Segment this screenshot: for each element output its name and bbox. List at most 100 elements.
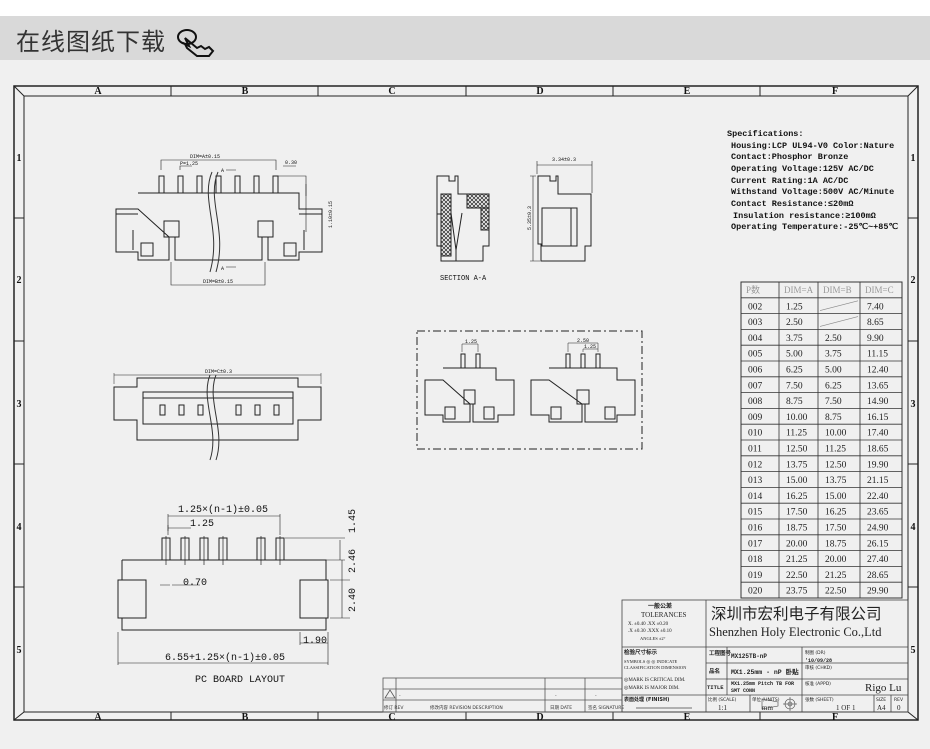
table-cell: 12.50: [825, 460, 847, 470]
pitch-label: P=1.25: [180, 161, 198, 167]
company-name-en: Shenzhen Holy Electronic Co.,Ltd: [709, 625, 882, 639]
scale-label: 比例 (SCALE): [708, 696, 737, 703]
detail-2pin: [424, 343, 515, 423]
col-label-c: C: [388, 86, 395, 97]
sheet-label: 张数 (SHEET): [805, 696, 834, 703]
table-cell: 11.25: [786, 429, 807, 439]
pcb-pad-offset: 2.46: [348, 549, 359, 573]
pointing-hand-icon[interactable]: [175, 24, 219, 58]
critical-dim-note: ◎MARK IS CRITICAL DIM.: [624, 677, 685, 683]
table-cell: 011: [748, 445, 762, 455]
approved-label: 核准 (APPD): [805, 680, 831, 687]
revision-date-col: 日期 DATE: [550, 705, 572, 711]
col-label-a: A: [94, 86, 102, 97]
size-value: A4: [877, 704, 886, 712]
table-cell: 004: [748, 334, 763, 344]
table-cell: 005: [748, 350, 763, 360]
detail-pitch-right-inner: 1.25: [584, 344, 596, 350]
detail-views: [416, 330, 643, 450]
section-height-label: 5.35±0.3: [527, 206, 533, 230]
table-cell: 016: [748, 524, 763, 534]
title-block: [621, 599, 909, 713]
pcb-pad-width: 0.70: [183, 578, 207, 589]
table-cell: 6.25: [825, 381, 842, 391]
col-label-f-bottom: F: [832, 712, 838, 723]
col-label-e-bottom: E: [684, 712, 691, 723]
table-cell: 21.15: [867, 476, 889, 486]
section-title: SECTION A-A: [440, 275, 487, 283]
revision-row-mark: -: [399, 694, 401, 699]
dim-a-label: DIM=A±0.15: [190, 154, 220, 160]
table-cell: 8.75: [786, 397, 803, 407]
table-cell: 16.15: [867, 413, 889, 423]
table-cell: 017: [748, 539, 763, 549]
pcb-mount-pad-height: 2.40: [348, 588, 359, 612]
table-cell: 17.40: [867, 429, 889, 439]
table-cell: 014: [748, 492, 763, 502]
row-label-4-right: 4: [911, 522, 916, 533]
table-cell: 008: [748, 397, 763, 407]
title-line-1: MX1.25mm Pitch TB FOR: [731, 681, 794, 687]
table-cell: 22.50: [825, 587, 847, 597]
pcb-pitch-total: 1.25×(n-1)±0.05: [178, 504, 268, 516]
spec-line: Insulation resistance:≥100mΩ: [733, 211, 876, 221]
major-dim-note: ◎MARK IS MAJOR DIM.: [624, 685, 679, 691]
table-cell: 015: [748, 508, 763, 518]
table-header: DIM=C: [865, 285, 894, 295]
scale-value: 1:1: [718, 704, 727, 712]
table-cell: 21.25: [786, 555, 808, 565]
table-cell: 9.90: [867, 334, 884, 344]
section-width-label: 3.34±0.3: [552, 157, 576, 163]
table-cell: 21.25: [825, 571, 847, 581]
table-cell: 019: [748, 571, 763, 581]
table-cell: 17.50: [786, 508, 808, 518]
table-cell: 15.00: [825, 492, 847, 502]
spec-line: Current Rating:1A AC/DC: [731, 176, 848, 186]
pcb-mount-pad-width: 1.90: [303, 636, 327, 647]
table-cell: 10.00: [825, 429, 847, 439]
table-cell: 26.15: [867, 539, 889, 549]
spec-line: Contact Resistance:≤20mΩ: [731, 199, 853, 209]
table-cell: 18.75: [786, 524, 808, 534]
table-cell: 3.75: [825, 350, 842, 360]
front-view: [115, 159, 323, 286]
col-label-d: D: [536, 86, 543, 97]
table-cell: 22.50: [786, 571, 808, 581]
table-cell: 28.65: [867, 571, 889, 581]
spec-line: Contact:Phosphor Bronze: [731, 152, 848, 162]
tolerances-cn: 一般公差: [648, 602, 672, 610]
finish-label: 表面处理 (FINISH): [623, 696, 669, 703]
table-cell: 8.75: [825, 413, 842, 423]
table-cell: 002: [748, 302, 763, 312]
table-cell: 17.50: [825, 524, 847, 534]
rev-value: 0: [897, 704, 901, 712]
table-cell: 010: [748, 429, 763, 439]
table-header: DIM=A: [784, 285, 814, 295]
units-label: 单位 (UNITS): [752, 696, 780, 703]
col-label-f: F: [832, 86, 838, 97]
table-cell: 3.75: [786, 334, 803, 344]
table-cell: 020: [748, 587, 763, 597]
revision-desc-col: 修改内容 REVISION DESCRIPTION: [430, 704, 503, 711]
table-cell: 018: [748, 555, 763, 565]
table-header: P数: [746, 284, 760, 295]
table-cell: 18.75: [825, 539, 847, 549]
table-cell: 1.25: [786, 302, 803, 312]
col-label-a-bottom: A: [94, 712, 102, 723]
specifications: Specifications: Housing:LCP UL94-V0 Colo…: [727, 129, 898, 232]
col-label-b-bottom: B: [242, 712, 249, 723]
detail-pitch-left: 1.25: [465, 339, 477, 345]
section-view: [436, 161, 593, 262]
tolerance-angles: ANGLES ±2°: [640, 636, 666, 641]
size-label: SIZE: [876, 697, 886, 703]
table-cell: 23.65: [867, 508, 889, 518]
row-label-5: 5: [17, 645, 22, 656]
table-cell: 5.00: [825, 366, 842, 376]
revision-rev-col: 修订 REV: [384, 704, 404, 711]
row-label-4: 4: [17, 522, 22, 533]
spec-heading: Specifications:: [727, 129, 804, 139]
top-view: [113, 373, 322, 461]
table-cell: 10.00: [786, 413, 808, 423]
table-cell: 11.25: [825, 445, 846, 455]
